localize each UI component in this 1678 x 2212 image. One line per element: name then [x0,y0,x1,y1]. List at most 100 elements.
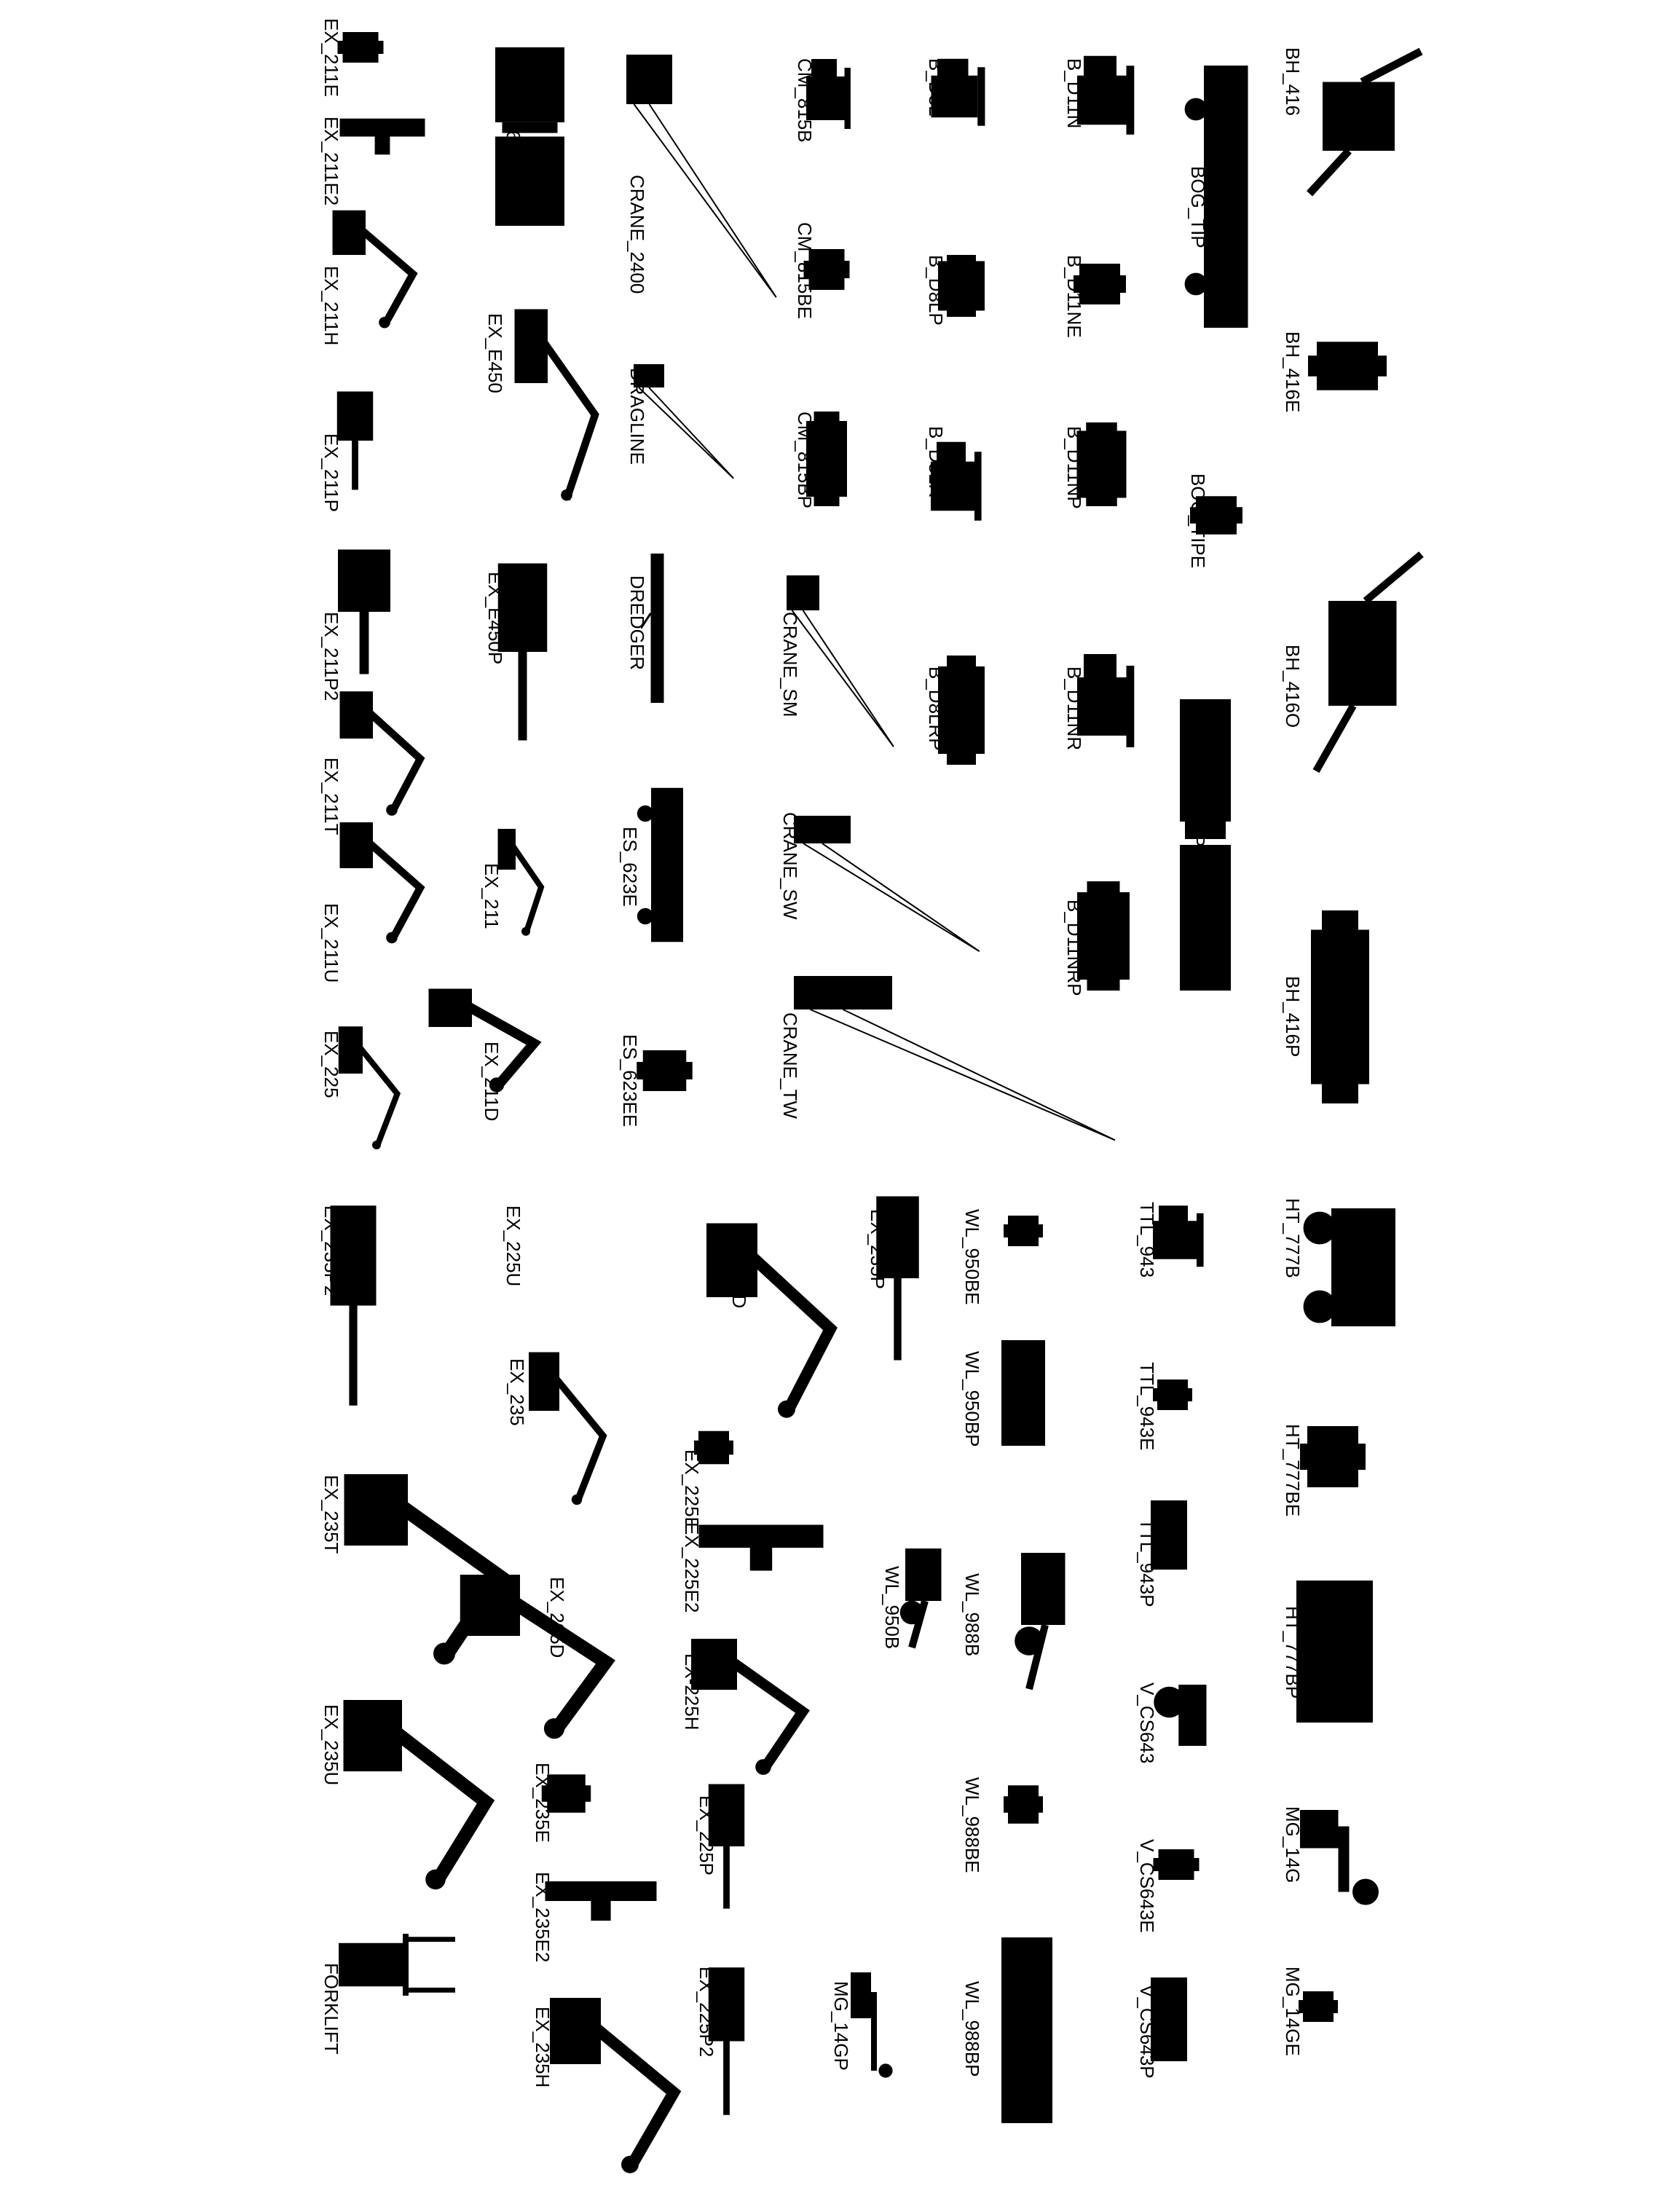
symbol-label: EX_225D [728,1227,750,1309]
symbol-label: EX_225P [696,1795,717,1876]
bulldozer-icon [925,55,987,138]
excavator-plan-icon [692,1522,830,1573]
symbol-label: V_CS643E [1136,1839,1158,1933]
symbol-label: CM_815BE [794,222,816,319]
excavator-icon [543,1988,688,2178]
wheel-loader-icon [892,1537,958,1653]
compactor-plan-icon [801,412,852,506]
symbol-label: EX_211P [320,433,342,512]
symbol-label: MG_14GP [830,1981,852,2071]
ripper-dozer-icon [925,437,983,535]
excavator-icon [335,685,430,819]
scraper-icon [634,779,692,950]
symbol-label: EX_235H [532,2007,554,2088]
symbol-label: ES_623EE [619,1034,641,1127]
ripper-dozer-icon [1071,648,1136,765]
symbol-label: WL_950BE [961,1209,983,1305]
wheel-loader-end-view-icon [1001,1777,1045,1832]
haul-truck-icon [1296,1202,1413,1333]
excavator-plan-icon [328,1194,379,1417]
symbol-label: EX_225U [503,1205,524,1287]
compactor-end-view-icon [801,240,852,299]
symbol-label: B_D11NE [1063,255,1085,338]
tower-crane-icon [794,976,1122,1144]
symbol-label: V_CS643P [1136,1985,1158,2079]
scraper-end-view-icon [634,1042,696,1100]
symbol-label: FORKLIFT [320,1963,342,2055]
symbol-label: ES_623E [619,827,641,907]
symbol-label: B_D11NP [1063,426,1085,509]
lattice-crane-icon [794,816,983,954]
symbol-label: CM_815BP [794,412,816,508]
excavator-icon [335,1020,404,1154]
excavator-icon [328,204,422,331]
symbol-label: CRANE_SM [779,612,801,717]
vibratory-roller-icon [1151,1672,1213,1759]
symbol-label: HT_777B [1282,1198,1304,1278]
dredger-icon [641,554,674,703]
symbol-label: EX_235T [320,1475,342,1554]
symbol-label: EX_225 [320,1031,342,1098]
symbol-label: B_D11NR [1063,666,1085,751]
symbol-label: WL_988B [961,1573,983,1657]
symbol-label: EX_225E2 [681,1522,703,1613]
tipper-plan-icon [1180,699,1231,991]
bogie-tipper-icon [1180,51,1260,342]
symbol-label: TTL_943 [1136,1202,1158,1278]
ripper-dozer-plan-icon [932,656,990,765]
symbol-label: EX_211E [320,18,342,97]
excavator-plan-icon [495,554,550,750]
crawler-crane-icon [626,55,779,302]
mobile-crane-icon [787,575,896,750]
motor-grader-icon [1289,1799,1398,1908]
symbol-label: BH_416P [1282,976,1304,1058]
excavator-plan-icon [335,543,393,681]
symbol-label: WL_950B [881,1566,903,1650]
symbol-label: EX_235E [532,1763,554,1843]
track-loader-plan-icon [1151,1500,1187,1570]
symbol-label: MG_14GE [1282,1967,1304,2056]
symbol-label: EX_235U [320,1704,342,1786]
symbol-label: EX_211U [320,903,342,983]
backhoe-loader-icon [1304,543,1427,776]
motor-grader-plan-icon [845,1959,903,2090]
track-loader-end-view-icon [1151,1373,1194,1417]
symbol-label: BH_416O [1282,645,1304,728]
symbol-label: B_D8LR [925,426,947,498]
motor-grader-end-view-icon [1296,1985,1340,2028]
excavator-icon [335,1690,503,1894]
excavator-plan-icon [335,386,375,495]
symbol-label: DREDGER [626,575,648,671]
symbol-label: HT_777BE [1282,1424,1304,1517]
excavator-icon [510,299,604,510]
compactor-icon [801,55,852,142]
forklift-icon [339,1934,455,1996]
symbol-label: B_D8L [925,58,947,117]
symbol-label: EX_E450 [484,313,506,393]
symbol-label: EX_E450P [484,572,506,665]
wheel-loader-plan-icon [1001,1937,1052,2123]
excavator-end-view-icon [539,1766,594,1821]
symbol-label: EX_211 [481,863,503,929]
symbol-label: EX_235 [506,1358,528,1426]
excavator-icon [524,1344,612,1511]
backhoe-plan-icon [1304,910,1376,1103]
bulldozer-plan-icon [1071,422,1133,506]
track-loader-icon [1147,1202,1205,1278]
symbol-label: V_CS643 [1136,1682,1158,1764]
excavator-icon [335,816,430,947]
excavator-end-view-icon [692,1424,736,1471]
backhoe-loader-icon [1296,44,1427,197]
symbol-label: ES_623EP [503,95,524,188]
symbol-label: WL_988BP [961,1981,983,2077]
excavator-plan-icon [874,1187,921,1369]
symbol-label: WL_950BP [961,1351,983,1447]
ripper-dozer-plan-icon [1071,881,1136,991]
excavator-plan-icon [539,1879,663,1923]
excavator-plan-icon [706,1959,747,2123]
haul-truck-plan-icon [1296,1581,1373,1723]
symbol-label: EX_225E [681,1449,703,1530]
bulldozer-icon [1071,51,1136,149]
symbol-label: B_D11N [1063,58,1085,129]
